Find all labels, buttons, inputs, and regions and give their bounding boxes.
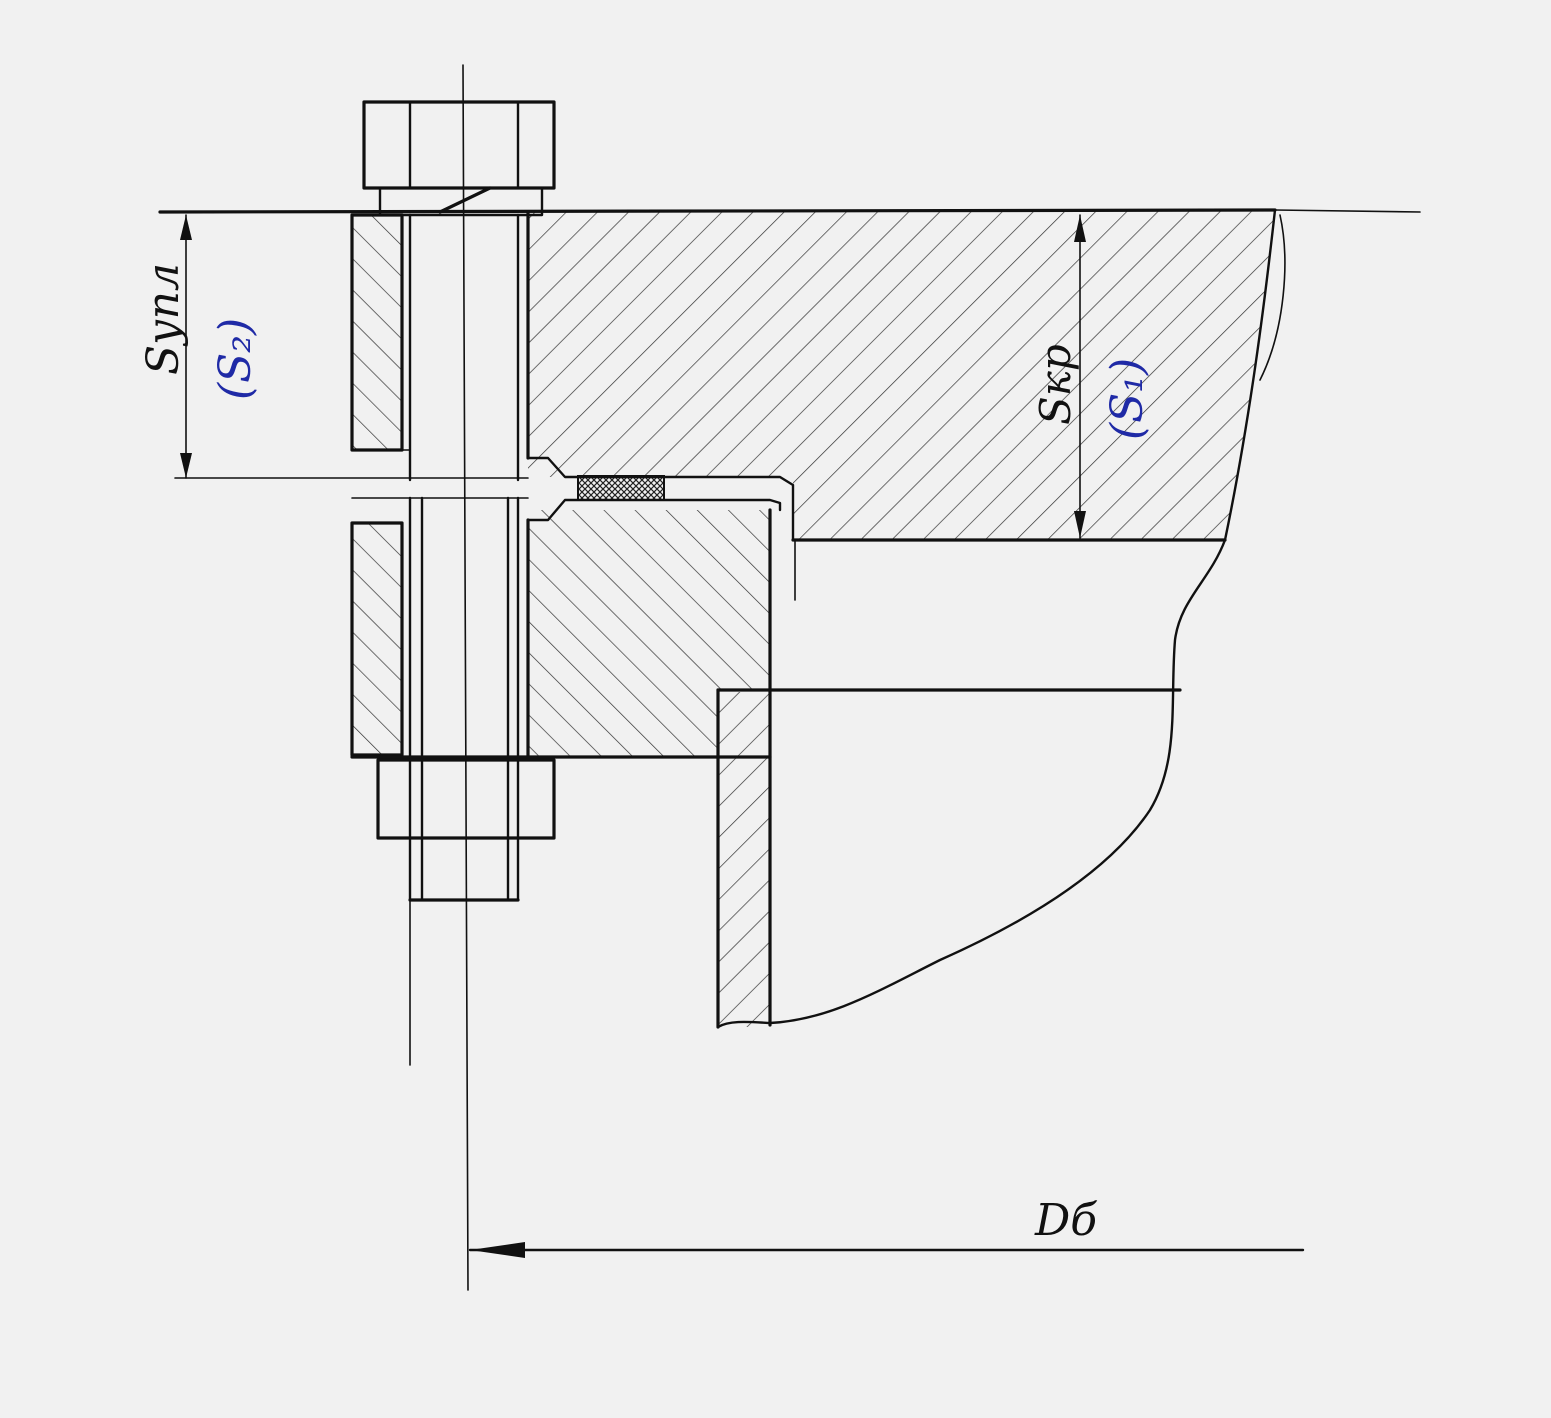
gasket <box>577 475 665 501</box>
outlines <box>158 100 1421 1066</box>
bolt-diameter-label: Dб <box>1034 1195 1097 1246</box>
gasket-alt-label: (S₂) <box>210 318 261 400</box>
cover-thickness-dimension <box>1074 214 1086 539</box>
bolt-diameter-dimension <box>468 1242 1305 1258</box>
cover-plate-section <box>528 210 1275 540</box>
upper-left-wall-section <box>352 215 402 450</box>
hatched-sections <box>352 210 1275 1027</box>
cover-thickness-label: Sкр <box>1031 344 1080 425</box>
center-axis <box>462 64 469 1291</box>
lower-left-wall-section <box>352 523 402 755</box>
flange-section <box>528 510 770 757</box>
gasket-thickness-label: Sупл <box>138 263 189 375</box>
shell-wall-section <box>718 692 770 1027</box>
gasket-thickness-dimension <box>180 214 192 479</box>
cover-alt-label: (S₁) <box>1102 358 1153 440</box>
